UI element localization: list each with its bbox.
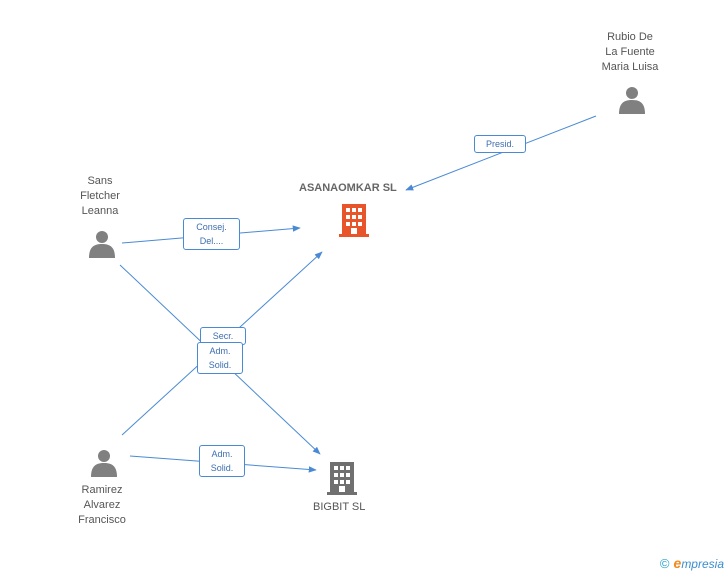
- name-line: Alvarez: [83, 499, 121, 511]
- edge-label-adm-solid-2[interactable]: Adm. Solid.: [199, 445, 245, 477]
- name-line: Ramirez: [81, 484, 123, 496]
- name-line: Rubio De: [607, 31, 653, 43]
- role-line: Consej.: [196, 222, 227, 232]
- person-label-rubio[interactable]: Rubio De La Fuente Maria Luisa: [590, 30, 670, 75]
- role-line: Presid.: [485, 139, 514, 149]
- edge-label-consej[interactable]: Consej. Del....: [183, 218, 240, 250]
- copyright-icon: ©: [659, 556, 670, 571]
- brand-initial: e: [673, 555, 682, 571]
- person-label-sans[interactable]: Sans Fletcher Leanna: [60, 174, 140, 219]
- name-line: Francisco: [78, 514, 126, 526]
- name-line: Maria Luisa: [601, 61, 659, 73]
- person-icon: [89, 231, 115, 258]
- edge-label-adm-solid-1[interactable]: Adm. Solid.: [197, 342, 243, 374]
- edge-rubio-to-asanaomkar: [405, 115, 597, 191]
- name-line: Fletcher: [80, 190, 120, 202]
- person-label-ramirez[interactable]: Ramirez Alvarez Francisco: [62, 483, 142, 528]
- building-icon: [327, 462, 357, 495]
- person-icon: [619, 87, 645, 114]
- role-line: Adm.: [209, 346, 231, 356]
- role-line: Solid.: [210, 463, 234, 473]
- company-label-asanaomkar[interactable]: ASANAOMKAR SL: [299, 182, 397, 194]
- building-icon: [339, 204, 369, 237]
- brand-name: mpresia: [681, 557, 724, 571]
- name-line: Sans: [87, 175, 113, 187]
- edge-label-presid[interactable]: Presid.: [474, 135, 526, 153]
- company-label-bigbit[interactable]: BIGBIT SL: [313, 501, 366, 513]
- empresia-logo: ©empresia: [660, 555, 724, 571]
- role-line: Secr.: [212, 331, 234, 341]
- name-line: La Fuente: [605, 46, 655, 58]
- role-line: Solid.: [208, 360, 232, 370]
- name-line: Leanna: [81, 205, 119, 217]
- role-line: Del....: [199, 236, 224, 246]
- person-icon: [91, 450, 117, 477]
- role-line: Adm.: [211, 449, 233, 459]
